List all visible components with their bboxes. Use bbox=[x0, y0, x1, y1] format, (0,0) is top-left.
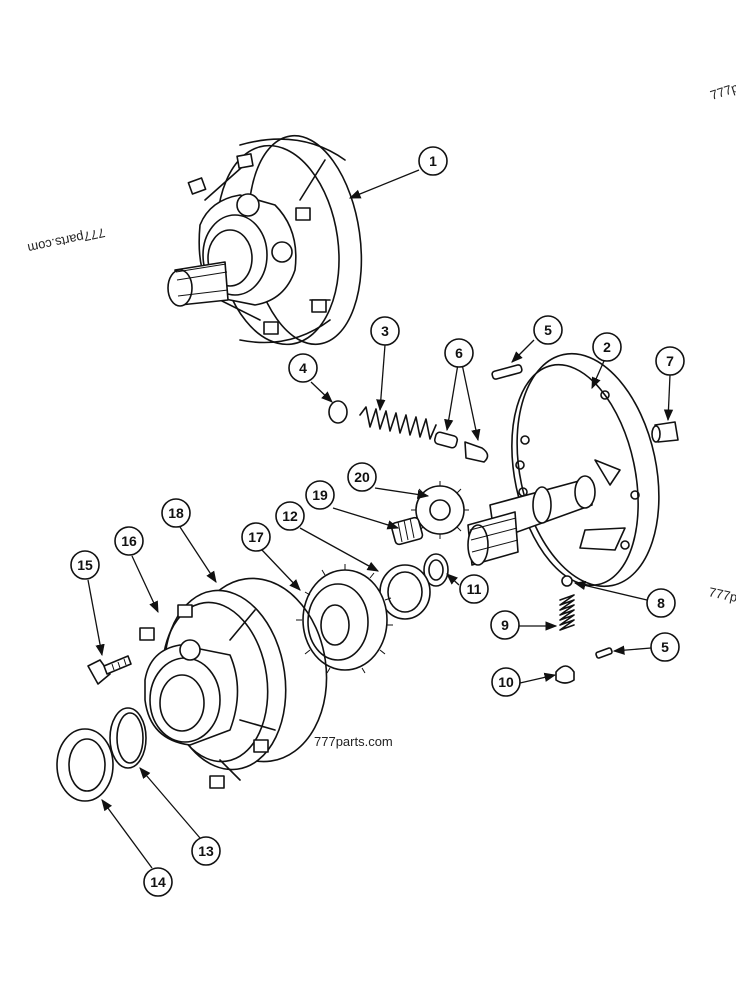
watermark-rotated-left: 777parts.com bbox=[26, 225, 106, 256]
svg-text:16: 16 bbox=[121, 533, 137, 549]
svg-text:4: 4 bbox=[299, 360, 307, 376]
callout-9: 9 bbox=[490, 610, 520, 640]
stator-part-2 bbox=[467, 352, 660, 588]
watermark-center: 777parts.com bbox=[314, 734, 393, 749]
callout-7: 7 bbox=[655, 346, 685, 376]
callout-1: 1 bbox=[418, 146, 448, 176]
plungers-part-6 bbox=[433, 431, 489, 463]
svg-text:14: 14 bbox=[150, 874, 166, 890]
svg-text:1: 1 bbox=[429, 153, 437, 169]
svg-text:12: 12 bbox=[282, 508, 298, 524]
ring-part-12 bbox=[379, 564, 431, 620]
svg-text:13: 13 bbox=[198, 843, 214, 859]
callout-20: 20 bbox=[347, 462, 377, 492]
bolt-part-15 bbox=[87, 655, 132, 685]
seal-part-14 bbox=[56, 728, 114, 802]
gear-part-17 bbox=[296, 564, 393, 674]
watermark-right-edge: 777p bbox=[707, 584, 736, 605]
callout-19: 19 bbox=[305, 480, 335, 510]
leader-lines bbox=[87, 169, 674, 869]
callout-16: 16 bbox=[114, 526, 144, 556]
pin-part-5-top bbox=[491, 364, 523, 380]
callout-12: 12 bbox=[275, 501, 305, 531]
callout-13: 13 bbox=[191, 836, 221, 866]
ball-part-8 bbox=[561, 575, 573, 587]
plug-part-10 bbox=[555, 665, 575, 684]
callout-5-top: 5 bbox=[533, 315, 563, 345]
svg-text:11: 11 bbox=[467, 581, 482, 597]
pin-part-5-bottom bbox=[595, 647, 613, 659]
svg-text:5: 5 bbox=[544, 322, 552, 338]
callout-3: 3 bbox=[370, 316, 400, 346]
callout-15: 15 bbox=[70, 550, 100, 580]
callout-4: 4 bbox=[288, 353, 318, 383]
callout-8: 8 bbox=[646, 588, 676, 618]
callout-18: 18 bbox=[161, 498, 191, 528]
callout-2: 2 bbox=[592, 332, 622, 362]
svg-text:15: 15 bbox=[77, 557, 93, 573]
callout-6: 6 bbox=[444, 338, 474, 368]
callout-17: 17 bbox=[241, 522, 271, 552]
spring-part-3 bbox=[359, 406, 437, 440]
svg-text:19: 19 bbox=[312, 487, 328, 503]
svg-text:10: 10 bbox=[498, 674, 514, 690]
callout-11: 11 bbox=[459, 574, 489, 604]
svg-text:20: 20 bbox=[354, 469, 370, 485]
svg-text:17: 17 bbox=[248, 529, 264, 545]
svg-text:2: 2 bbox=[603, 339, 611, 355]
svg-text:6: 6 bbox=[455, 345, 463, 361]
ball-part-4 bbox=[328, 400, 348, 424]
pump-assembly-part-1 bbox=[167, 134, 363, 346]
svg-text:5: 5 bbox=[661, 639, 669, 655]
svg-text:8: 8 bbox=[657, 595, 665, 611]
callout-5-bottom: 5 bbox=[650, 632, 680, 662]
svg-text:9: 9 bbox=[501, 617, 509, 633]
svg-text:3: 3 bbox=[381, 323, 389, 339]
spring-part-9 bbox=[559, 594, 575, 631]
svg-text:18: 18 bbox=[168, 505, 184, 521]
pump-body-part-16 bbox=[139, 589, 287, 789]
watermark-top-right: 777p bbox=[708, 80, 736, 103]
callout-14: 14 bbox=[143, 867, 173, 897]
retaining-ring-part-13 bbox=[109, 707, 147, 769]
plug-part-7 bbox=[651, 421, 679, 443]
bushing-part-11 bbox=[423, 553, 449, 587]
bearing-part-19 bbox=[390, 516, 424, 546]
callout-10: 10 bbox=[491, 667, 521, 697]
svg-text:7: 7 bbox=[666, 353, 674, 369]
